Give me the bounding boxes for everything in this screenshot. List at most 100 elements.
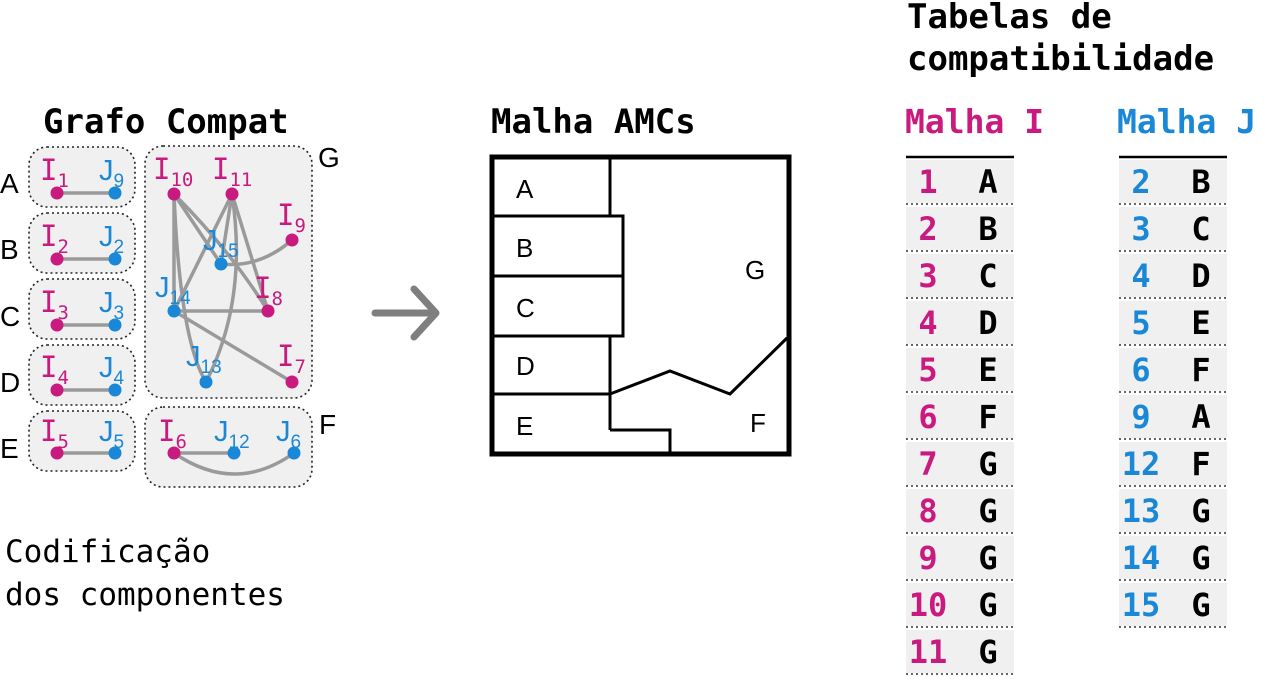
- region-label-f: F: [750, 408, 766, 438]
- label-i3: I3: [40, 285, 69, 324]
- table-j-row: [1119, 489, 1227, 532]
- table-i-row-number: 2: [918, 210, 937, 248]
- table-i-row-group: A: [978, 163, 997, 201]
- table-j-row-group: G: [1191, 586, 1210, 624]
- graph-caption-line2: dos componentes: [5, 577, 285, 613]
- table-i-header: Malha I: [905, 102, 1044, 141]
- table-j-row-group: E: [1191, 304, 1210, 342]
- label-j9: J9: [99, 155, 124, 192]
- table-i-row-group: F: [978, 398, 997, 436]
- table-i-row: [906, 207, 1014, 250]
- table-j-row-group: G: [1191, 539, 1210, 577]
- mesh-drawing: [489, 154, 792, 457]
- edge-i10-j15: [172, 192, 223, 266]
- table-i-row: [906, 395, 1014, 438]
- region-label-b: B: [516, 233, 533, 263]
- node-j12: [227, 446, 241, 460]
- region-label-e: E: [516, 411, 533, 441]
- node-i10: [167, 187, 181, 201]
- node-i7: [285, 375, 299, 389]
- table-j-row-group: G: [1191, 492, 1210, 530]
- table-i-row-number: 6: [918, 398, 937, 436]
- region-e-f-boundary: [610, 428, 672, 452]
- table-j-row: [1119, 254, 1227, 297]
- group-label-d: D: [0, 367, 20, 398]
- node-j2: [108, 252, 122, 266]
- label-j4: J4: [99, 352, 125, 389]
- table-j-row-number: 5: [1131, 304, 1150, 342]
- right-arrow-icon: [371, 285, 440, 341]
- node-i8: [261, 304, 275, 318]
- table-j-row-number: 6: [1131, 351, 1150, 389]
- node-i2: [50, 252, 64, 266]
- table-i-row-number: 7: [918, 445, 937, 483]
- table-i-row-number: 4: [918, 304, 937, 342]
- tables-title-line2: compatibilidade: [907, 39, 1214, 79]
- node-i5: [50, 446, 64, 460]
- table-j-row: [1119, 348, 1227, 391]
- region-label-g: G: [745, 255, 765, 285]
- table-j-row-number: 9: [1131, 398, 1150, 436]
- table-i-row: [906, 489, 1014, 532]
- table-j-row-number: 15: [1122, 586, 1161, 624]
- table-i-row-number: 11: [909, 633, 948, 671]
- table-i-row: [906, 536, 1014, 579]
- label-j12: J12: [214, 416, 250, 453]
- mesh-title: Malha AMCs: [491, 102, 696, 142]
- table-i-row: [906, 254, 1014, 297]
- graph-edges: [55, 191, 296, 476]
- label-j13: J13: [186, 341, 222, 378]
- table-j-row-group: F: [1191, 351, 1210, 389]
- table-i-row-number: 3: [918, 257, 937, 295]
- label-i7: I7: [277, 339, 306, 378]
- table-i-row-number: 5: [918, 351, 937, 389]
- table-j-row-number: 3: [1131, 210, 1150, 248]
- graph-nodes: [50, 186, 301, 460]
- edge-i10-j13: [172, 192, 208, 384]
- node-i4: [50, 383, 64, 397]
- table-j-row-number: 14: [1122, 539, 1161, 577]
- table-i-row-number: 1: [918, 163, 937, 201]
- node-j13: [199, 375, 213, 389]
- label-j6: J6: [276, 416, 301, 453]
- table-j-row: [1119, 395, 1227, 438]
- table-i-row-group: B: [978, 210, 997, 248]
- table-i-row-group: G: [978, 633, 997, 671]
- label-i6: I6: [158, 414, 187, 453]
- node-j15: [214, 257, 228, 271]
- table-j-row: [1119, 301, 1227, 344]
- table-i-row: [906, 630, 1014, 673]
- table-i-row: [906, 160, 1014, 203]
- table-i-row-number: 9: [918, 539, 937, 577]
- edge-j14-i7: [172, 309, 294, 384]
- node-j9: [108, 186, 122, 200]
- edge-i11-j14: [172, 192, 234, 313]
- edge-i11-j13: [204, 192, 239, 384]
- group-label-c: C: [0, 301, 20, 332]
- region-label-a: A: [516, 174, 534, 204]
- edge-i11-i8: [230, 192, 270, 313]
- region-label-d: D: [516, 351, 535, 381]
- label-j3: J3: [99, 287, 124, 324]
- table-i-row: [906, 301, 1014, 344]
- table-i-row-number: 10: [909, 586, 948, 624]
- label-i9: I9: [277, 198, 306, 237]
- edge-i10-i8: [172, 192, 270, 313]
- table-j-row-group: F: [1191, 445, 1210, 483]
- label-i11: I11: [212, 152, 252, 191]
- label-i10: I10: [153, 152, 193, 191]
- node-i6: [167, 446, 181, 460]
- tables-title-line1: Tabelas de: [907, 0, 1112, 37]
- table-j-row-number: 13: [1122, 492, 1161, 530]
- mesh-border: [489, 154, 792, 457]
- table-j-row-number: 2: [1131, 163, 1150, 201]
- label-i5: I5: [40, 414, 69, 453]
- table-j-row-group: C: [1191, 210, 1210, 248]
- table-j-row: [1119, 207, 1227, 250]
- table-j-row-group: A: [1191, 398, 1210, 436]
- node-labels: I1 J9 I2 J2 I3 J3 I4 J4 I5 J5 I10 I11 I9…: [40, 152, 306, 453]
- group-label-e: E: [0, 433, 19, 464]
- table-i-row-group: G: [978, 492, 997, 530]
